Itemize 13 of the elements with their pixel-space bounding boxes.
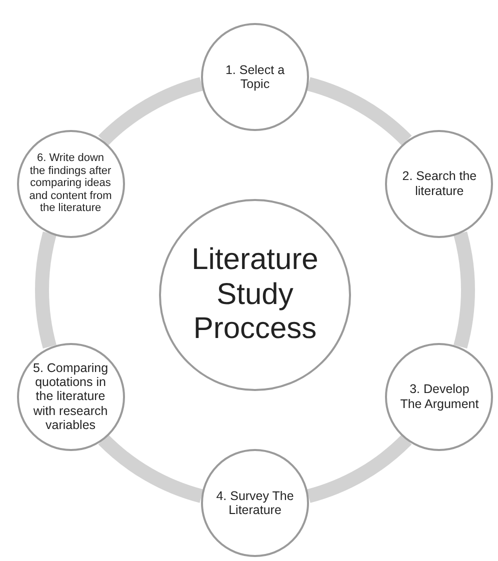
ring-connector <box>306 77 412 146</box>
ring-connector <box>453 232 475 348</box>
ring-connector <box>306 434 412 503</box>
title-text: Literature Study Proccess <box>190 243 320 347</box>
ring-connector <box>35 232 57 348</box>
step-label: 6. Write down the findings after comparing ideas and content from the literature <box>28 152 113 216</box>
ring-connector <box>98 77 204 146</box>
step-label: 1. Select a Topic <box>224 62 286 92</box>
step-label: 3. Develop The Argument <box>399 382 480 411</box>
step-label: 5. Comparing quotations in the literature with research variables <box>32 360 110 432</box>
step-label: 4. Survey The Literature <box>215 488 295 518</box>
ring-connector <box>98 434 204 503</box>
step-label: 2. Search the literature <box>401 169 478 198</box>
